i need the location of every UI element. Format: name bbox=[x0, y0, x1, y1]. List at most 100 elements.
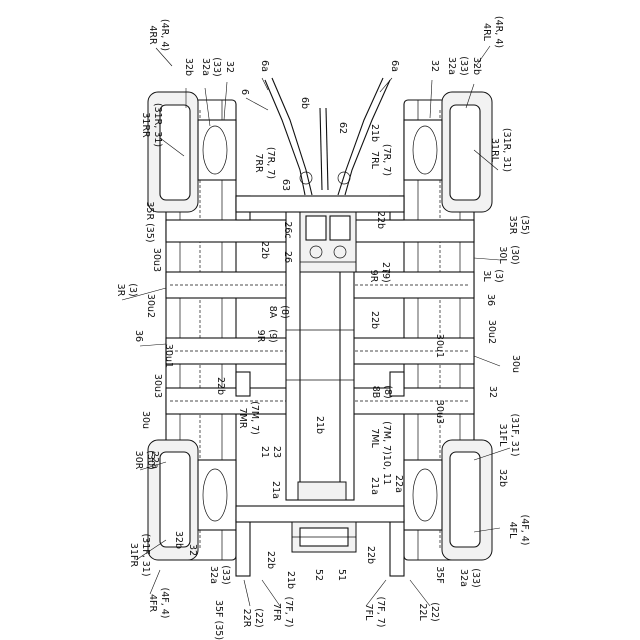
ref-label-30u3-a: 30u3 bbox=[151, 248, 162, 272]
ref-label-22L: 22L bbox=[417, 603, 428, 621]
ref-label-22b-tr: 22b bbox=[375, 211, 386, 229]
ref-label-30R: 30R bbox=[133, 451, 144, 470]
ref-label-22a-a: 22a bbox=[149, 451, 160, 469]
ref-label-32-d: 32 bbox=[187, 544, 198, 556]
ref-label-22R: 22R bbox=[241, 609, 252, 628]
ref-label-22b-ml: 22b bbox=[369, 311, 380, 329]
ref-label-7M7b: (7M, 7) bbox=[381, 421, 392, 455]
ref-label-7MR: 7MR bbox=[237, 408, 248, 429]
ref-label-6a-l: 6a bbox=[259, 60, 270, 72]
ref-label-30u3-c: 30u3 bbox=[434, 400, 445, 424]
ref-label-3pR: (3) bbox=[127, 283, 138, 296]
ref-label-32b-a: 32b bbox=[183, 58, 194, 76]
ref-label-4FR: 4FR bbox=[147, 594, 158, 613]
ref-label-30u1-b: 30u1 bbox=[434, 334, 445, 358]
ref-label-9R-b: 9R bbox=[255, 330, 266, 343]
ref-label-30u1-a: 30u1 bbox=[163, 344, 174, 368]
ref-label-21a-b: 21a bbox=[369, 477, 380, 495]
ref-label-63: 63 bbox=[280, 179, 291, 191]
ref-label-7RR: 7RR bbox=[253, 153, 264, 173]
ref-label-36-a: 36 bbox=[133, 330, 144, 342]
ref-label-7F7a: (7F, 7) bbox=[283, 596, 294, 627]
ref-label-32b-c: 32b bbox=[497, 469, 508, 487]
ref-label-7ML: 7ML bbox=[369, 428, 380, 448]
ref-label-21b-m: 21b bbox=[314, 416, 325, 434]
ref-label-31F31b: (31F, 31) bbox=[140, 533, 151, 576]
ref-label-4RL: 4RL bbox=[481, 23, 492, 42]
ref-label-1011: 10, 11 bbox=[381, 455, 392, 485]
ref-label-30L: 30L bbox=[497, 246, 508, 264]
ref-label-30u2-a: 30u2 bbox=[145, 294, 156, 318]
ref-label-33-b: (33) bbox=[458, 56, 469, 76]
ref-label-21a-a: 21a bbox=[270, 481, 281, 499]
ref-label-7R7b: (7R, 7) bbox=[381, 144, 392, 176]
ref-label-35p: (35) bbox=[519, 215, 530, 235]
ref-label-32a-a: 32a bbox=[200, 58, 211, 76]
ref-label-30u-b: 30u bbox=[140, 411, 151, 429]
ref-label-32a-c: 32a bbox=[208, 566, 219, 584]
ref-label-21b-b: 21b bbox=[285, 571, 296, 589]
valve-unit-26 bbox=[300, 210, 356, 272]
ref-label-52: 52 bbox=[313, 569, 324, 581]
ref-label-3pL: (3) bbox=[493, 269, 504, 282]
ref-label-51: 51 bbox=[336, 569, 347, 581]
ref-label-8B: 8B bbox=[370, 386, 381, 399]
ref-label-6b: 6b bbox=[299, 97, 310, 109]
ref-label-32b-d: 32b bbox=[173, 531, 184, 549]
ref-label-30pL: (30) bbox=[509, 245, 520, 265]
ref-label-32-a: 32 bbox=[224, 61, 235, 73]
ref-label-62: 62 bbox=[337, 122, 348, 134]
ref-label-21: 21 bbox=[259, 446, 270, 458]
ref-label-35F: 35F bbox=[434, 566, 445, 584]
ref-label-27: 27 bbox=[380, 262, 391, 274]
ref-label-32a-b: 32a bbox=[446, 57, 457, 75]
ref-label-26c: 26c bbox=[282, 221, 293, 238]
ref-label-7FL: 7FL bbox=[363, 604, 374, 622]
ref-label-21b-t: 21b bbox=[369, 124, 380, 142]
ref-label-35Ra: 35R bbox=[507, 216, 518, 235]
ref-label-31F31a: (31F, 31) bbox=[509, 413, 520, 456]
ref-label-6: 6 bbox=[239, 89, 250, 95]
ref-label-3R: 3R bbox=[115, 284, 126, 297]
ref-label-33-a: (33) bbox=[211, 57, 222, 77]
ref-label-9R9a: 9R bbox=[368, 270, 379, 283]
ref-label-4F4a: (4F, 4) bbox=[519, 514, 530, 545]
ref-label-23: 23 bbox=[271, 446, 282, 458]
ref-label-22pR: (22) bbox=[253, 608, 264, 628]
ref-label-4R4b: (4R, 4) bbox=[493, 16, 504, 48]
ref-label-8p-b: (8) bbox=[382, 385, 393, 398]
ref-label-32a-d: 32a bbox=[458, 569, 469, 587]
ref-label-30u3-b: 30u3 bbox=[152, 374, 163, 398]
ref-label-32-b: 32 bbox=[429, 60, 440, 72]
ref-label-9p-b: (9) bbox=[267, 329, 278, 342]
ref-label-31RL: 31RL bbox=[489, 138, 500, 163]
front-unit-51 bbox=[292, 522, 356, 552]
ref-label-33-d: (33) bbox=[470, 568, 481, 588]
ref-label-36-b: 36 bbox=[485, 294, 496, 306]
ref-label-31FL: 31FL bbox=[497, 424, 508, 448]
ref-label-7F7b: (7F, 7) bbox=[375, 596, 386, 627]
ref-label-30u: 30u bbox=[510, 355, 521, 373]
ref-label-4F4b: (4F, 4) bbox=[159, 587, 170, 618]
ref-label-31R31b: (31R, 31) bbox=[501, 128, 512, 172]
ref-label-35F35: 35F (35) bbox=[213, 600, 224, 640]
ref-label-22b-m: 22b bbox=[215, 377, 226, 395]
ref-label-35R35a: 35R (35) bbox=[144, 201, 155, 242]
ref-label-6a-r: 6a bbox=[389, 60, 400, 72]
ref-label-32-c: 32 bbox=[487, 386, 498, 398]
ref-label-8p-a: (8) bbox=[279, 305, 290, 318]
ref-label-7M7a: (7M, 7) bbox=[249, 401, 260, 435]
ref-label-4FL: 4FL bbox=[507, 522, 518, 540]
ref-label-22a-b: 22a bbox=[393, 475, 404, 493]
ref-label-31RR: 31RR bbox=[140, 112, 151, 138]
ref-label-33-c: (33) bbox=[220, 565, 231, 585]
ref-label-7RL: 7RL bbox=[369, 151, 380, 170]
ref-label-7FR: 7FR bbox=[271, 603, 282, 622]
ref-label-31FR: 31FR bbox=[128, 543, 139, 568]
ref-label-32b-b: 32b bbox=[471, 57, 482, 75]
ref-label-31R31a: (31R, 31) bbox=[152, 103, 163, 147]
ref-label-7R7a: (7R, 7) bbox=[265, 147, 276, 179]
ref-label-22pL: (22) bbox=[429, 602, 440, 622]
ref-label-30u2-b: 30u2 bbox=[486, 320, 497, 344]
